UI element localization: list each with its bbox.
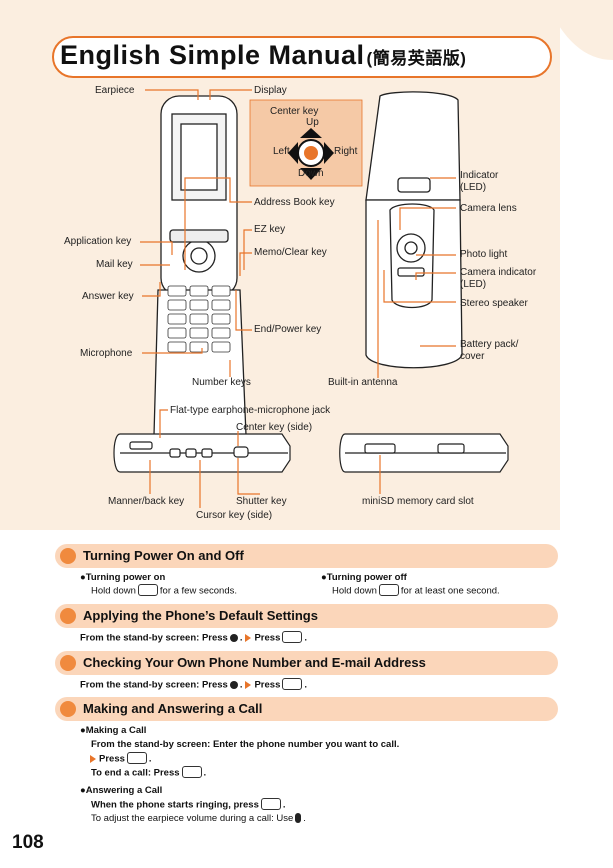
label-earpiece: Earpiece (95, 85, 135, 96)
center-key-icon (229, 634, 238, 642)
title-main: English Simple Manual (60, 40, 365, 70)
phone-open-front (153, 95, 247, 449)
center-key-inset (249, 99, 363, 187)
page-title: English Simple Manual(簡易英語版) (60, 40, 466, 71)
title-frame (52, 36, 552, 78)
end-power-key-icon (137, 584, 158, 596)
section-number-title: Checking Your Own Phone Number and E-mai… (83, 655, 426, 670)
label-display: Display (254, 85, 287, 96)
label-minisd-slot: miniSD memory card slot (362, 496, 474, 507)
label-battery-pack: Battery pack/ cover (460, 339, 519, 362)
volume-text: To adjust the earpiece volume during a c… (91, 813, 306, 824)
answer-key-icon (260, 798, 281, 810)
arrow-right-icon (245, 681, 252, 689)
label-center-key-side: Center key (side) (236, 422, 313, 433)
power-on-heading: ●Turning power on (80, 572, 166, 583)
label-end-power-key: End/Power key (254, 324, 322, 335)
leader-lines (140, 89, 456, 508)
number-key-icon (282, 678, 303, 690)
label-center-key: Center key (270, 106, 319, 117)
answer-key-icon (126, 752, 147, 764)
bullet-dot-icon (60, 608, 76, 624)
label-manner-back-key: Manner/back key (108, 496, 185, 507)
phone-closed-side-right (339, 433, 509, 473)
label-photo-light: Photo light (460, 249, 508, 260)
label-mail-key: Mail key (96, 259, 133, 270)
label-cursor-key-side: Cursor key (side) (196, 510, 273, 521)
section-call-header: Making and Answering a Call (55, 697, 558, 721)
title-sub: (簡易英語版) (366, 49, 467, 68)
defaults-text: From the stand-by screen: Press.Press. (80, 631, 307, 644)
number-keypad (167, 285, 231, 353)
label-application-key: Application key (64, 236, 132, 247)
center-key-icon (229, 681, 238, 689)
label-flat-jack: Flat-type earphone-microphone jack (170, 405, 331, 416)
up-down-key-icon (295, 813, 302, 824)
page-number: 108 (12, 832, 44, 853)
make-call-heading: ●Making a Call (80, 725, 147, 736)
label-up: Up (306, 117, 319, 128)
answer-call-text: When the phone starts ringing, press. (91, 798, 286, 811)
bullet-dot-icon (60, 655, 76, 671)
label-down: Down (298, 168, 324, 179)
label-left: Left (273, 146, 290, 157)
end-call-text: To end a call: Press. (91, 766, 207, 779)
section-number-header: Checking Your Own Phone Number and E-mai… (55, 651, 558, 675)
label-built-in-antenna: Built-in antenna (328, 377, 398, 388)
label-camera-lens: Camera lens (460, 203, 517, 214)
make-call-press: Press. (87, 752, 152, 766)
label-stereo-speaker: Stereo speaker (460, 298, 528, 309)
label-ez-key: EZ key (254, 224, 286, 235)
end-power-key-icon (181, 766, 202, 778)
power-off-heading: ●Turning power off (321, 572, 407, 583)
section-defaults-header: Applying the Phone’s Default Settings (55, 604, 558, 628)
bullet-dot-icon (60, 548, 76, 564)
number-text: From the stand-by screen: Press.Press. (80, 678, 307, 691)
phone-closed-side-left (113, 433, 291, 473)
bullet-dot-icon (60, 701, 76, 717)
section-power-title: Turning Power On and Off (83, 548, 244, 563)
end-power-key-icon (378, 584, 399, 596)
phone-illustration (113, 89, 509, 508)
label-shutter-key: Shutter key (236, 496, 287, 507)
section-call-title: Making and Answering a Call (83, 701, 263, 716)
arrow-right-icon (245, 634, 252, 642)
label-indicator: Indicator (LED) (460, 170, 499, 193)
arrow-right-icon (90, 755, 96, 763)
label-right: Right (334, 146, 358, 157)
answer-call-heading: ●Answering a Call (80, 785, 163, 796)
section-power-header: Turning Power On and Off (55, 544, 558, 568)
number-key-icon (282, 631, 303, 643)
label-camera-indicator: Camera indicator (LED) (460, 267, 537, 290)
label-number-keys: Number keys (192, 377, 251, 388)
phone-open-back (365, 91, 463, 369)
page-corner-curve (545, 0, 613, 60)
label-address-book-key: Address Book key (254, 197, 335, 208)
section-defaults-title: Applying the Phone’s Default Settings (83, 608, 318, 623)
label-microphone: Microphone (80, 348, 133, 359)
label-memo-clear-key: Memo/Clear key (254, 247, 327, 258)
make-call-line1: From the stand-by screen: Enter the phon… (91, 739, 400, 750)
label-answer-key: Answer key (82, 291, 134, 302)
